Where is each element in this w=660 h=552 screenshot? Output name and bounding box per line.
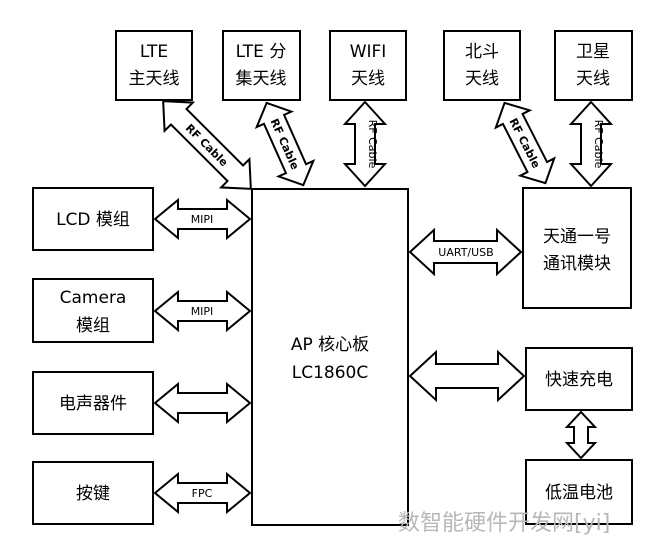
watermark-text: 数智能硬件开发网[yi] (398, 511, 610, 536)
svg-text:主天线: 主天线 (129, 69, 180, 89)
svg-text:MIPI: MIPI (191, 213, 214, 226)
camera-module-box: Camera 模组 (32, 278, 154, 343)
svg-text:天通一号: 天通一号 (543, 227, 611, 247)
svg-text:LC1860C: LC1860C (292, 363, 368, 383)
svg-text:MIPI: MIPI (191, 305, 214, 318)
tiantong-module-box: 天通一号 通讯模块 (522, 187, 632, 309)
rf-cable-lte-div-arrow: RF Cable (254, 101, 316, 187)
svg-text:LTE: LTE (140, 42, 168, 62)
svg-text:FPC: FPC (192, 487, 213, 500)
battery-box: 低温电池 (525, 459, 633, 525)
svg-text:LTE 分: LTE 分 (236, 42, 287, 62)
lte-diversity-antenna-box: LTE 分 集天线 (222, 30, 301, 101)
svg-text:通讯模块: 通讯模块 (543, 254, 611, 274)
svg-text:电声器件: 电声器件 (59, 394, 127, 414)
fpc-link-arrow: FPC (153, 471, 252, 515)
svg-text:低温电池: 低温电池 (545, 483, 613, 503)
svg-text:UART/USB: UART/USB (438, 246, 493, 259)
svg-text:WIFI: WIFI (350, 42, 387, 62)
satellite-antenna-box: 卫星 天线 (554, 30, 633, 101)
uart-usb-arrow: UART/USB (408, 227, 523, 277)
svg-text:RF Cable: RF Cable (592, 120, 605, 169)
lte-main-antenna-box: LTE 主天线 (115, 30, 193, 101)
svg-text:天线: 天线 (351, 69, 385, 89)
svg-text:RF Cable: RF Cable (366, 120, 379, 169)
svg-text:卫星: 卫星 (576, 42, 610, 62)
svg-text:Camera: Camera (60, 288, 127, 308)
fast-charge-box: 快速充电 (525, 347, 633, 411)
mipi-lcd-arrow: MIPI (153, 197, 252, 241)
ap-core-board-box: AP 核心板 LC1860C (251, 188, 409, 526)
svg-text:北斗: 北斗 (465, 42, 499, 62)
audio-device-box: 电声器件 (32, 371, 154, 435)
wifi-antenna-box: WIFI 天线 (329, 30, 407, 101)
keys-box: 按键 (32, 461, 154, 525)
svg-text:AP 核心板: AP 核心板 (291, 335, 369, 355)
rf-cable-satellite-arrow: RF Cable (568, 100, 614, 188)
svg-text:快速充电: 快速充电 (545, 370, 613, 390)
rf-cable-lte-main-arrow: RF Cable (162, 100, 252, 190)
svg-text:LCD 模组: LCD 模组 (56, 210, 130, 230)
svg-text:模组: 模组 (76, 316, 110, 336)
audio-link-arrow (153, 381, 252, 425)
svg-text:按键: 按键 (76, 484, 110, 504)
charge-battery-arrow (564, 410, 598, 460)
rf-cable-beidou-arrow: RF Cable (494, 101, 556, 185)
rf-cable-wifi-arrow: RF Cable (342, 100, 388, 188)
svg-text:集天线: 集天线 (236, 69, 287, 89)
svg-text:天线: 天线 (465, 69, 499, 89)
charge-link-arrow (408, 349, 526, 403)
lcd-module-box: LCD 模组 (32, 187, 154, 251)
svg-text:天线: 天线 (576, 69, 610, 89)
mipi-camera-arrow: MIPI (153, 289, 252, 333)
beidou-antenna-box: 北斗 天线 (443, 30, 521, 101)
